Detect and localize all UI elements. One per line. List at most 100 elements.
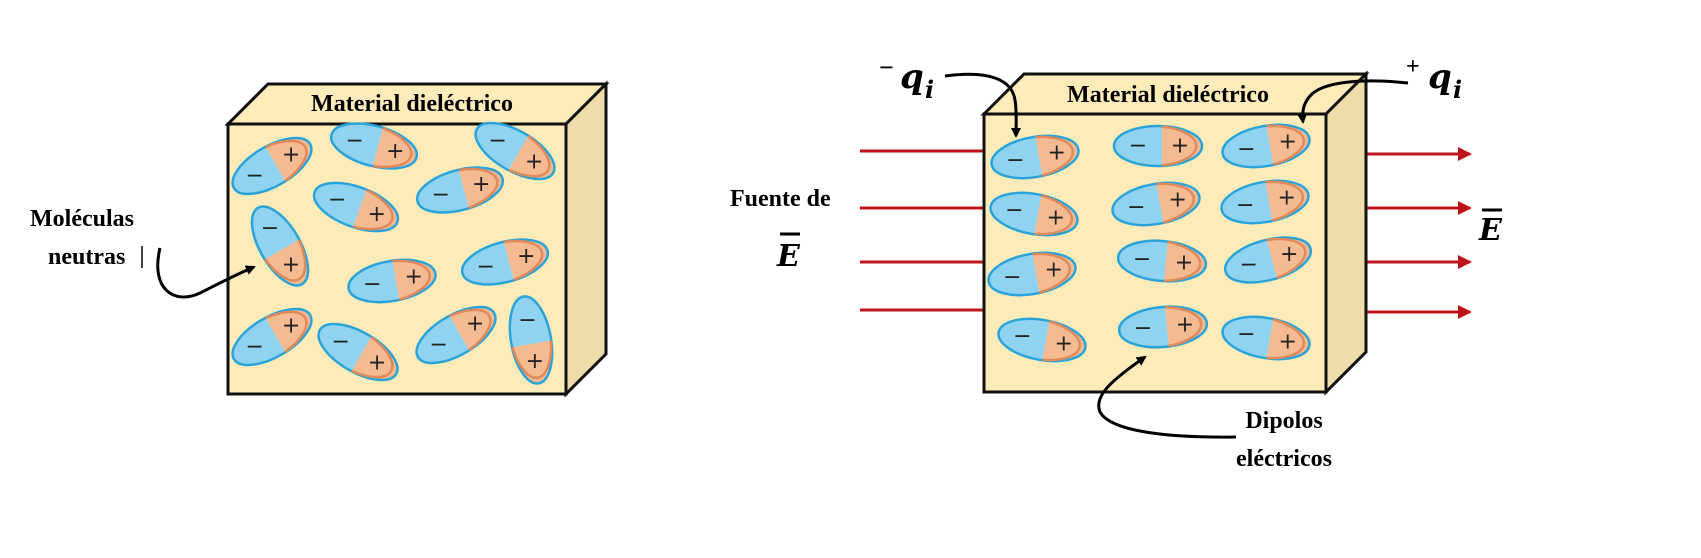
positive-outline (508, 135, 551, 178)
positive-outline (503, 239, 544, 281)
dipole-4: −+ (987, 186, 1081, 242)
positive-outline (1032, 252, 1071, 294)
negative-half (223, 146, 286, 206)
molecule-outline (508, 295, 554, 385)
neutral-molecules-pointer-arrow (156, 247, 256, 299)
neutral-molecule-12: −+ (503, 293, 559, 387)
molecule-outline (1117, 305, 1209, 349)
dipole-11: −+ (1117, 303, 1209, 351)
molecule-outline (1116, 239, 1208, 283)
positive-outline (511, 340, 553, 379)
plus-sign: + (1168, 188, 1186, 213)
molecule-outline (347, 258, 437, 304)
positive-outline (392, 259, 431, 301)
molecule-outline (474, 121, 556, 181)
plus-sign: + (517, 244, 535, 269)
plus-sign: + (472, 172, 490, 197)
plus-sign: + (1175, 250, 1193, 275)
right-box-side-face (1324, 70, 1368, 396)
molecule-outline (1221, 123, 1311, 169)
negative-charge-symbol: q (900, 57, 924, 97)
negative-half (240, 197, 300, 260)
positive-outline (372, 127, 413, 169)
plus-sign: + (1054, 331, 1072, 356)
molecule-outline (989, 191, 1079, 237)
plus-sign: + (1278, 329, 1296, 354)
left-box-title: Material dieléctrico (311, 91, 513, 117)
negative-half (223, 317, 286, 377)
positive-charge-subscript: i (1453, 75, 1462, 104)
molecule-outline (1111, 181, 1201, 227)
molecule-outline (312, 181, 400, 233)
dipole-2: −+ (1112, 124, 1204, 168)
minus-sign: − (1239, 253, 1257, 278)
molecule-outline (987, 251, 1077, 297)
dipoles-pointer-arrow (1097, 355, 1237, 439)
molecule-outline (317, 322, 399, 382)
dipole-5: −+ (1109, 176, 1203, 232)
negative-half (466, 111, 529, 171)
plus-sign: + (282, 314, 300, 339)
plus-sign: + (1280, 242, 1298, 267)
neutral-molecule-7: −+ (345, 253, 439, 309)
right-box-title: Material dieléctrico (1067, 82, 1269, 108)
minus-sign: − (518, 308, 536, 333)
molecule-outline (231, 136, 313, 196)
minus-sign: − (331, 330, 349, 355)
minus-sign: − (245, 335, 263, 360)
neutral-molecules-label-line1: Moléculas (30, 206, 134, 232)
minus-sign: − (476, 255, 494, 280)
output-field-letter: E (1478, 213, 1503, 248)
minus-sign: − (245, 164, 263, 189)
positive-charge-sign: + (1406, 54, 1420, 80)
neutral-molecules-label-line2: neutras (48, 244, 125, 270)
minus-sign: − (1237, 137, 1255, 162)
molecule-outline (997, 317, 1087, 363)
molecule-outline (1220, 179, 1310, 225)
plus-sign: + (1278, 130, 1296, 155)
plus-sign: + (368, 351, 386, 376)
positive-outline (351, 336, 394, 379)
plus-sign: + (526, 349, 544, 374)
plus-sign: + (282, 143, 300, 168)
minus-sign: − (1236, 193, 1254, 218)
plus-sign: + (1176, 313, 1194, 338)
plus-sign: + (1044, 258, 1062, 283)
molecule-outline (329, 122, 419, 170)
positive-outline (264, 239, 307, 282)
molecule-outline (1112, 124, 1204, 168)
minus-sign: − (1129, 134, 1147, 159)
dipole-8: −+ (1116, 237, 1208, 285)
molecule-outline (460, 238, 550, 286)
minus-sign: − (1006, 148, 1024, 173)
negative-bound-charge-label: − q i (879, 53, 934, 104)
negative-half (407, 315, 470, 375)
minus-sign: − (345, 128, 363, 153)
output-field-symbol: E (1478, 208, 1503, 248)
minus-sign: − (1237, 322, 1255, 347)
molecule-outline (415, 305, 497, 365)
dipole-10: −+ (995, 312, 1089, 368)
dipoles-label-line1: Dipolos (1245, 408, 1322, 434)
positive-outline (1161, 125, 1198, 167)
positive-outline (1266, 124, 1305, 166)
plus-sign: + (404, 265, 422, 290)
minus-sign: − (1013, 324, 1031, 349)
positive-outline (449, 308, 492, 351)
molecule-outline (231, 307, 313, 367)
plus-sign: + (1046, 205, 1064, 230)
negative-half (309, 312, 372, 372)
minus-sign: − (429, 333, 447, 358)
source-field-letter: E (776, 239, 801, 274)
minus-sign: − (261, 216, 279, 241)
plus-sign: + (282, 253, 300, 278)
plus-sign: + (1171, 134, 1189, 159)
positive-outline (265, 310, 308, 353)
negative-half (1117, 306, 1169, 351)
plus-sign: + (367, 202, 385, 227)
minus-sign: − (1127, 195, 1145, 220)
plus-sign: + (466, 312, 484, 337)
positive-outline (1035, 135, 1074, 177)
positive-outline (1156, 182, 1195, 224)
